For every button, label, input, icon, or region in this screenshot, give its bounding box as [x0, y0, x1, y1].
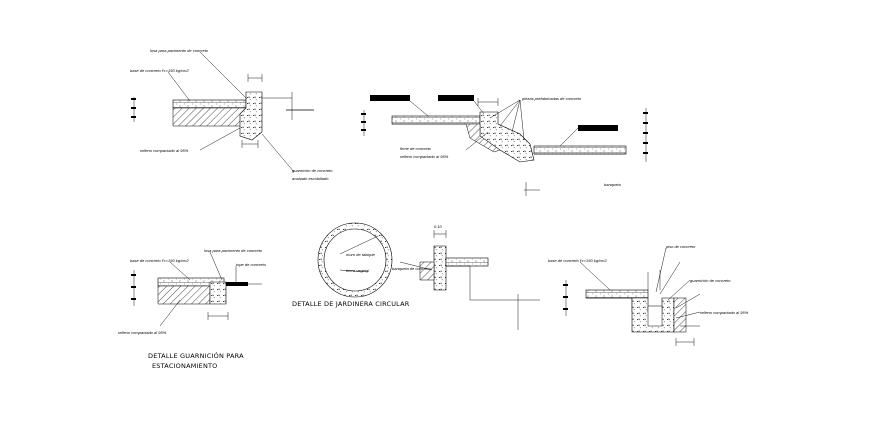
level-marks-left [131, 97, 136, 122]
detail-stepped-section: piezas prefabricadas de concreto firme d… [361, 95, 648, 196]
label-d3-base: base de concreto f'c=150 kg/cm2 [130, 258, 189, 263]
detail-circular-planter: muro de tabique tierra vegetal DETALLE D… [292, 222, 410, 308]
caption-circular-planter: DETALLE DE JARDINERA CIRCULAR [292, 300, 410, 308]
compacted-fill [172, 107, 247, 127]
level-marks-d6 [563, 280, 568, 316]
parking-fill [157, 285, 211, 305]
tag-d2-right [578, 125, 618, 131]
detail-parking-curb: base de concreto f'c=150 kg/cm2 losa par… [118, 248, 267, 370]
level-marks-d3 [131, 270, 136, 306]
label-d2-steps: piezas prefabricadas de concreto [521, 96, 582, 101]
label-d3-fill: relleno compactado al 95% [118, 330, 167, 335]
upper-pavement [391, 115, 481, 125]
detail-planter-section: 0.10 banqueta de concreto [392, 224, 540, 330]
planter-adjacent-slab [445, 257, 489, 267]
d6-gutter-void [647, 305, 663, 327]
level-marks-d2 [361, 110, 366, 136]
lower-pavement [533, 145, 627, 155]
step-fill [465, 123, 501, 153]
detail-curb-gutter: base de concreto f'c=150 kg/cm2 piso de … [548, 244, 749, 346]
label-d1-curb: guarnición de concreto [292, 168, 333, 173]
label-d6-curb: guarnición de concreto [690, 278, 731, 283]
label-d1-base: base de concreto f'c=150 kg/cm2 [130, 68, 189, 73]
dim-planter-top: 0.10 [434, 224, 443, 229]
curb-section [239, 91, 263, 141]
label-d3-top: losa para pavimento de concreto [204, 248, 263, 253]
label-d3-stop: tope de concreto [236, 262, 267, 267]
caption-parking-curb-line2: ESTACIONAMIENTO [152, 362, 218, 370]
label-d4-wall: muro de tabique [346, 252, 376, 257]
detail-curb-top-left: losa para pavimento de concreto base de … [130, 48, 333, 181]
step-block [479, 111, 535, 163]
planter-inner [323, 228, 387, 292]
label-d2-base: firme de concreto [400, 146, 432, 151]
label-d6-top: piso de concreto [665, 244, 696, 249]
d6-fill [673, 297, 687, 333]
planter-wall [433, 245, 447, 291]
label-d6-fill: relleno compactado al 95% [700, 310, 749, 315]
tag-d2-mid [438, 95, 474, 101]
label-d5: banqueta de concreto [392, 266, 431, 271]
parking-stop [209, 281, 227, 305]
label-d1-top: losa para pavimento de concreto [150, 48, 209, 53]
caption-parking-curb-line1: DETALLE GUARNICIÓN PARA [148, 351, 244, 360]
label-d1-fill: relleno compactado al 95% [140, 148, 189, 153]
tag-d2-left [370, 95, 410, 101]
planter-soil [419, 261, 435, 281]
label-d6-base: base de concreto f'c=150 kg/cm2 [548, 258, 607, 263]
d6-slab [585, 289, 649, 299]
stop-cap [226, 282, 248, 286]
pavement-slab [172, 99, 247, 109]
level-marks-d2-right [643, 108, 648, 162]
label-d4-soil: tierra vegetal [346, 268, 369, 273]
label-d2-fill: relleno compactado al 95% [400, 154, 449, 159]
label-d2-note: banqueta [604, 182, 621, 187]
label-d1-note: acabado escobillado [292, 176, 329, 181]
